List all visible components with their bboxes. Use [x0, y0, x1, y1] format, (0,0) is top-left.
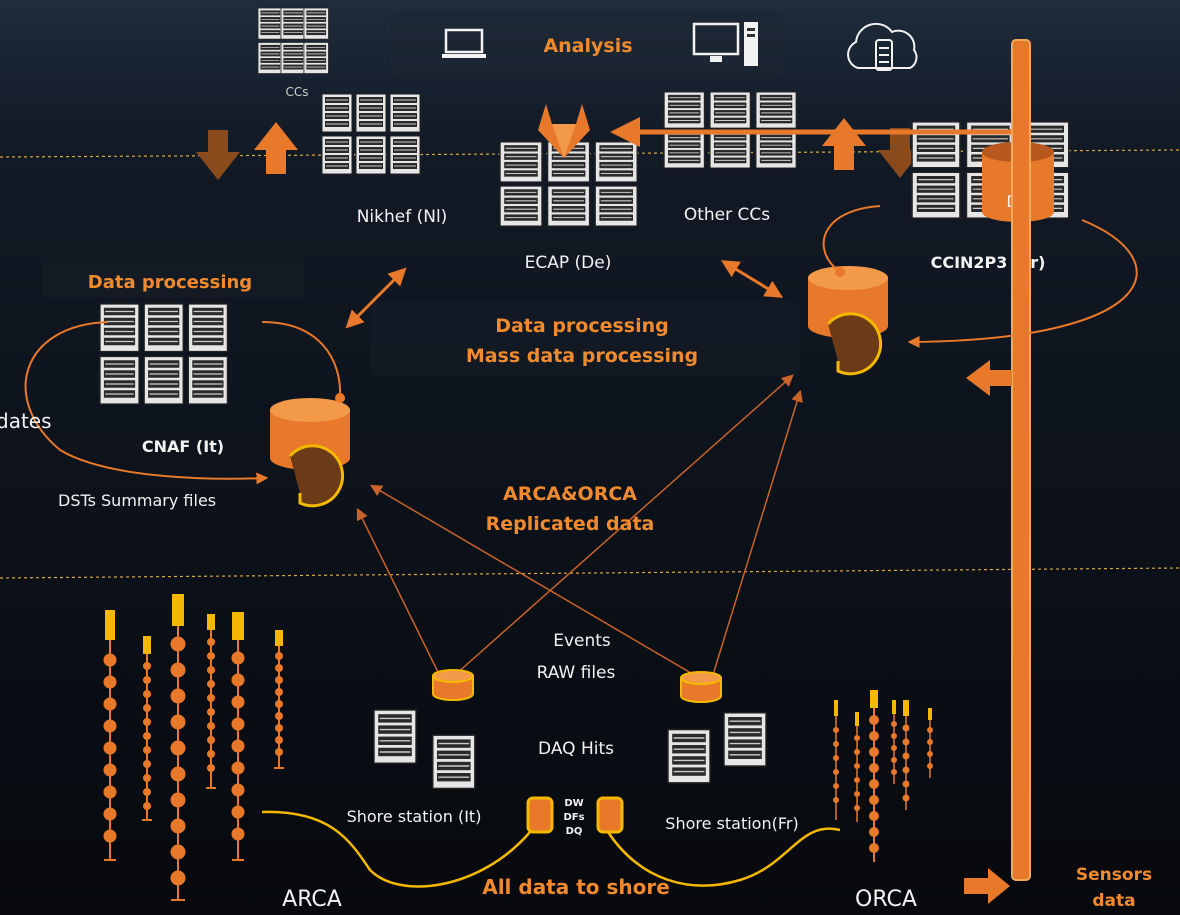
sensor-arrow-left-icon — [966, 360, 1012, 396]
sensors-label-1: Sensors — [1076, 865, 1152, 885]
sensors-arrow-icon — [964, 868, 1010, 904]
upload-arrow-icon — [254, 122, 298, 174]
cnaf-loop-right — [261, 321, 342, 399]
dfs-label: DFs — [563, 812, 584, 823]
orca-label: ORCA — [855, 887, 917, 912]
data-processing-center-label-1: Data processing — [495, 315, 669, 337]
arca-label: ARCA — [282, 887, 342, 912]
cnaf-loop-dot — [335, 393, 345, 403]
cnaf-label: CNAF (It) — [142, 437, 224, 456]
sensor-pipe — [1011, 39, 1031, 881]
shore-fr-storage-icon — [680, 671, 722, 703]
dq-label: DQ — [566, 826, 583, 837]
arrow-fr-to-ccin2p3 — [711, 389, 803, 679]
replicated-label-1: ARCA&ORCA — [503, 483, 637, 505]
events-label: Events — [553, 631, 611, 651]
nikhef-label: Nikhef (Nl) — [357, 207, 448, 227]
ccin2p3-loop-left — [822, 205, 881, 273]
raw-files-label: RAW files — [537, 663, 616, 683]
replicated-label-2: Replicated data — [486, 513, 655, 535]
cloud-database-icon — [847, 22, 918, 71]
upload-arrow-right-icon — [822, 118, 866, 170]
ccs-label: CCs — [285, 85, 308, 99]
arrow-it-to-cnaf — [356, 507, 439, 673]
data-processing-panel — [370, 300, 800, 376]
updates-label: dates — [0, 409, 52, 433]
gitlab-icon — [538, 104, 590, 158]
download-arrow-right-icon — [878, 128, 922, 178]
arrow-fr-to-cnaf — [369, 484, 697, 677]
dw-label: DW — [564, 798, 583, 809]
orca-detector-units — [833, 690, 933, 862]
dsts-label: DSTs Summary files — [58, 491, 216, 510]
orca-cable — [606, 827, 841, 887]
sensors-label-2: data — [1092, 891, 1135, 911]
data-processing-left-label: Data processing — [88, 272, 252, 293]
data-processing-left-panel — [42, 262, 304, 298]
daq-hits-label: DAQ Hits — [538, 739, 614, 759]
shore-it-label: Shore station (It) — [347, 807, 482, 826]
dw-box-left — [526, 796, 554, 834]
ccin2p3-loop-right — [907, 219, 1138, 348]
cnaf-nikhef-arrow — [345, 267, 407, 329]
analysis-panel — [390, 12, 785, 78]
other-ccs-label: Other CCs — [684, 205, 770, 225]
desktop-icon — [692, 22, 758, 66]
arca-detector-units — [103, 594, 284, 901]
dw-box-right — [596, 796, 624, 834]
shore-it-storage-icon — [432, 669, 474, 701]
all-data-label: All data to shore — [482, 875, 670, 899]
arca-cable — [261, 810, 531, 888]
data-processing-center-label-2: Mass data processing — [466, 345, 698, 367]
cnaf-loop — [24, 321, 269, 485]
download-arrow-icon — [196, 130, 240, 180]
arrow-it-to-ccin2p3 — [455, 374, 794, 675]
ecap-label: ECAP (De) — [525, 253, 612, 273]
loop-dot-left — [835, 267, 845, 277]
seabed-line — [0, 567, 1180, 579]
shore-fr-label: Shore station(Fr) — [665, 814, 798, 833]
analysis-label: Analysis — [543, 35, 632, 57]
laptop-icon — [442, 28, 486, 58]
ecap-ccin2p3-arrow — [720, 260, 784, 298]
